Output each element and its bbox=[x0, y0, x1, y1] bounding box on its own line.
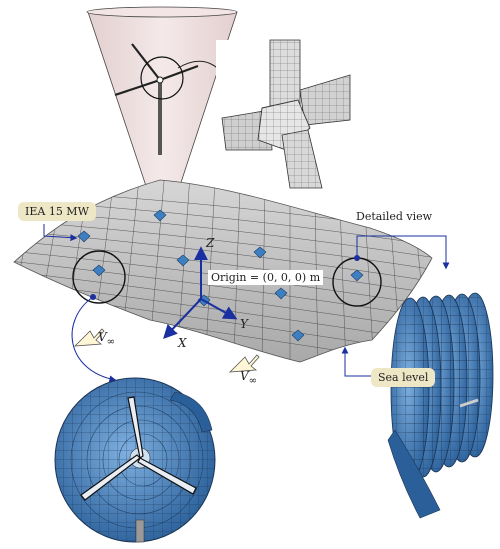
origin-label: Origin = (0, 0, 0) m bbox=[208, 270, 324, 285]
freestream-symbol-left: V bbox=[98, 330, 107, 344]
detailed-view-anchor bbox=[354, 255, 360, 261]
freestream-subscript-right: ∞ bbox=[248, 375, 258, 387]
turbine-marker bbox=[176, 254, 190, 267]
freestream-label-left: V∞ bbox=[98, 330, 115, 347]
detailed-view-text: Detailed view bbox=[356, 210, 433, 223]
freestream-arrow-right bbox=[228, 354, 260, 373]
rotor-view-anchor bbox=[90, 294, 96, 300]
freestream-subscript-left: ∞ bbox=[106, 336, 116, 348]
y-axis bbox=[200, 298, 238, 320]
rotor-wake-disc bbox=[54, 377, 216, 543]
x-axis bbox=[163, 298, 202, 340]
freestream-arrow-left bbox=[73, 328, 105, 347]
axis-y-label: Y bbox=[240, 317, 248, 331]
turbine-model-text: IEA 15 MW bbox=[25, 205, 89, 218]
turbine-marker bbox=[92, 264, 106, 277]
turbine-model-label: IEA 15 MW bbox=[18, 202, 96, 221]
refinement-cone bbox=[86, 6, 238, 223]
sea-level-label: Sea level bbox=[371, 368, 436, 387]
detailed-view-label: Detailed view bbox=[356, 210, 432, 223]
label-connectors bbox=[43, 224, 450, 383]
detailed-wake-view bbox=[387, 292, 494, 519]
freestream-label-right: V∞ bbox=[240, 369, 257, 386]
freestream-symbol-right: V bbox=[240, 369, 249, 383]
axis-z-label: Z bbox=[206, 236, 214, 250]
origin-text: Origin = (0, 0, 0) m bbox=[211, 271, 321, 284]
axis-x-text: X bbox=[178, 336, 187, 350]
coordinate-axes bbox=[163, 246, 238, 340]
axis-y-text: Y bbox=[240, 317, 248, 331]
turbine-markers bbox=[77, 209, 364, 342]
turbine-marker bbox=[77, 230, 91, 243]
turbine-marker bbox=[253, 246, 267, 259]
freestream-arrows bbox=[73, 328, 260, 373]
refinement-circle-left bbox=[72, 250, 126, 304]
sea-level-text: Sea level bbox=[378, 371, 429, 384]
axis-x-label: X bbox=[178, 336, 187, 350]
hub-mesh-inset bbox=[216, 39, 351, 189]
turbine-marker bbox=[350, 269, 364, 282]
turbine-marker bbox=[274, 287, 288, 300]
turbine-marker bbox=[291, 329, 305, 342]
axis-z-text: Z bbox=[206, 236, 215, 250]
cone-rotor bbox=[114, 43, 199, 155]
turbine-marker bbox=[153, 209, 167, 222]
